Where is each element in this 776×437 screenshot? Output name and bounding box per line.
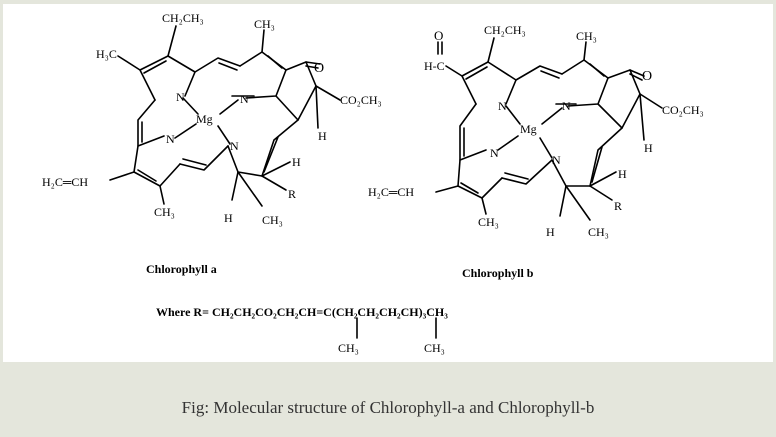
chl-b-aldehyde-o: O <box>434 28 443 43</box>
chl-a-n1: N <box>176 90 185 104</box>
chl-a-mg: Mg <box>196 112 213 126</box>
chl-b-name: Chlorophyll b <box>462 266 534 280</box>
chlorophyll-structures: CH₂CH₃ CH₃ H₃C O CO₂CH₃ H N N Mg N N H₂C… <box>42 11 704 355</box>
chl-b-r: R <box>614 199 622 213</box>
chl-a-bottom-methyl: CH₃ <box>154 205 175 219</box>
chl-b-bottom-ch3: CH₃ <box>588 225 609 239</box>
chl-b-top-ethyl: CH₂CH₃ <box>484 23 526 37</box>
chl-a-vinyl: H₂C═CH <box>42 175 88 189</box>
figure-caption: Fig: Molecular structure of Chlorophyll-… <box>181 397 595 417</box>
chl-a-n4: N <box>230 139 239 153</box>
chl-b-n3: N <box>490 146 499 160</box>
r-group-branch-2: CH₃ <box>424 341 445 355</box>
chl-a-n2: N <box>240 92 249 106</box>
chl-a-h-right: H <box>292 155 301 169</box>
chl-a-bottom-ch3: CH₃ <box>262 213 283 227</box>
chlorophyll-b-skeleton <box>435 37 663 221</box>
chl-b-h-right: H <box>618 167 627 181</box>
r-group-formula: Where R= CH₂CH₂CO₂CH₂CH=C(CH₂CH₂CH₂CH)₃C… <box>156 305 448 319</box>
chl-b-vinyl: H₂C═CH <box>368 185 414 199</box>
chl-b-aldehyde-hc: H-C <box>424 59 445 73</box>
chl-a-name: Chlorophyll a <box>146 262 217 276</box>
chl-a-h-ring: H <box>318 129 327 143</box>
chl-b-bottom-h: H <box>546 225 555 239</box>
chl-a-left-methyl: H₃C <box>96 47 117 61</box>
chl-a-bottom-h: H <box>224 211 233 225</box>
r-group-branches <box>356 317 437 339</box>
r-group-branch-1: CH₃ <box>338 341 359 355</box>
chl-a-top-ethyl: CH₂CH₃ <box>162 11 204 25</box>
chl-a-top-methyl: CH₃ <box>254 17 275 31</box>
chl-b-ester: CO₂CH₃ <box>662 103 704 117</box>
chl-b-top-methyl: CH₃ <box>576 29 597 43</box>
chl-a-n3: N <box>166 132 175 146</box>
figure-panel <box>0 0 776 362</box>
chl-b-bottom-methyl: CH₃ <box>478 215 499 229</box>
chl-b-h-ring: H <box>644 141 653 155</box>
chlorophyll-a-skeleton <box>109 25 341 207</box>
chl-b-n2: N <box>562 99 571 113</box>
chl-b-n1: N <box>498 99 507 113</box>
chl-a-oxygen: O <box>314 61 324 76</box>
chl-b-n4: N <box>552 153 561 167</box>
chl-a-ester: CO₂CH₃ <box>340 93 382 107</box>
chl-a-r: R <box>288 187 296 201</box>
chl-b-oxygen: O <box>642 69 652 84</box>
chl-b-mg: Mg <box>520 122 537 136</box>
